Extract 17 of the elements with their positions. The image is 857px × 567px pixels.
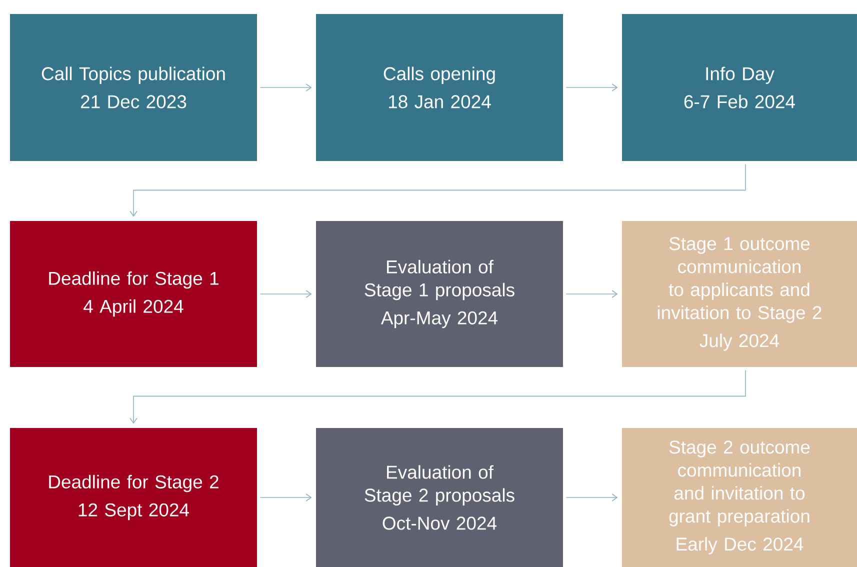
outcome-box: Stage 1 outcome communication to applicants and invitation to Stage 2 July 2024	[622, 221, 857, 367]
arrow	[260, 84, 312, 92]
arrow	[130, 370, 746, 424]
arrow	[566, 494, 618, 502]
milestone-box: Info Day 6-7 Feb 2024	[622, 14, 857, 161]
arrow	[130, 164, 746, 217]
deadline-box: Deadline for Stage 1 4 April 2024	[10, 221, 257, 367]
arrow	[260, 290, 312, 298]
evaluation-box: Evaluation of Stage 1 proposals Apr-May 2024	[316, 221, 563, 367]
evaluation-box: Evaluation of Stage 2 proposals Oct-Nov 2024	[316, 428, 563, 567]
milestone-box: Call Topics publication 21 Dec 2023	[10, 14, 257, 161]
milestone-box: Calls opening 18 Jan 2024	[316, 14, 563, 161]
arrow	[566, 84, 618, 92]
arrow	[260, 494, 312, 502]
arrow	[566, 290, 618, 298]
outcome-box: Stage 2 outcome communication and invitation to grant preparation Early Dec 2024	[622, 428, 857, 567]
deadline-box: Deadline for Stage 2 12 Sept 2024	[10, 428, 257, 567]
